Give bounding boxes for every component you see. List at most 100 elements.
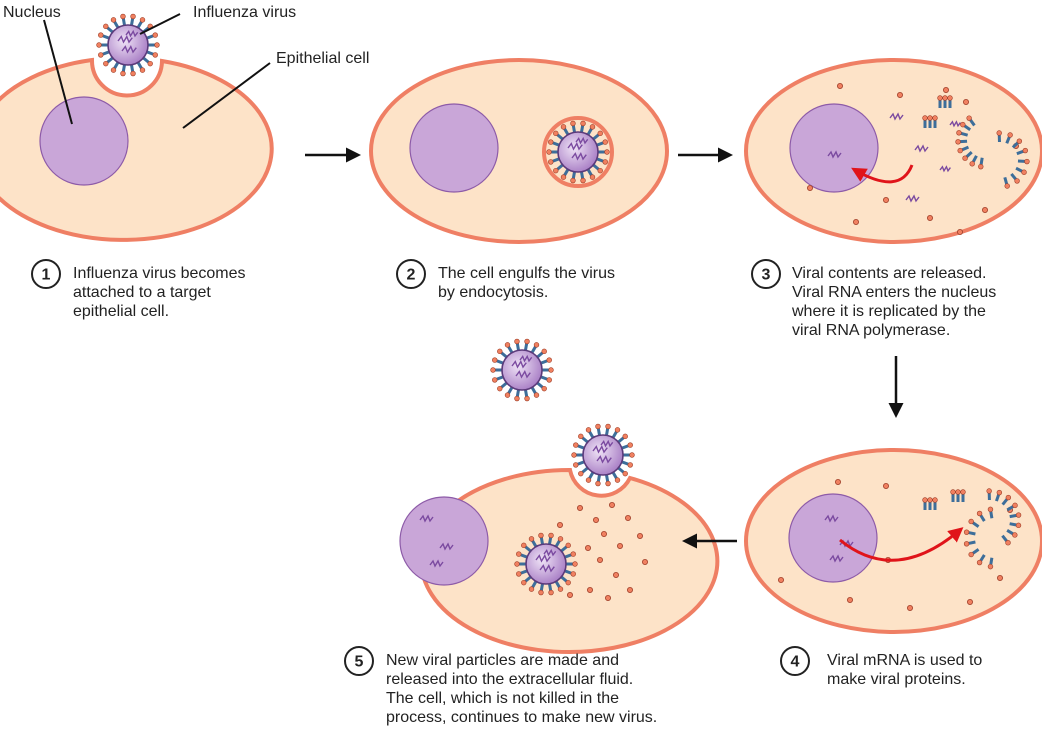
- viral-spike-knob: [963, 529, 970, 535]
- viral-rna-squiggle: [519, 354, 533, 363]
- viral-spike-knob: [573, 442, 579, 448]
- viral-spike-protein: [577, 460, 585, 466]
- viral-protein-dot: [997, 575, 1004, 582]
- viral-spike-protein: [1010, 172, 1017, 181]
- viral-spike-knob: [627, 462, 633, 468]
- viral-spike-protein: [547, 583, 553, 591]
- viral-spike-knob: [130, 13, 136, 20]
- viral-rna-squiggle: [596, 455, 612, 464]
- step-4-marker: 4: [780, 646, 810, 676]
- viral-spike-knob: [492, 377, 498, 383]
- viral-spike-knob: [528, 536, 535, 542]
- viral-spike-knob: [589, 174, 596, 180]
- viral-spike-protein: [136, 20, 143, 29]
- viral-spike-knob: [573, 462, 579, 468]
- step-4-line-1: Viral mRNA is used to: [827, 652, 983, 669]
- cell-1-group: [0, 13, 274, 242]
- viral-spike-protein: [581, 436, 589, 444]
- viral-spike-knob: [139, 17, 146, 23]
- viral-spike-knob: [514, 395, 520, 402]
- viral-spike-protein: [963, 124, 972, 131]
- step-4-number: 4: [791, 654, 800, 671]
- viral-spike-knob: [585, 477, 592, 483]
- viral-envelope: [582, 434, 624, 476]
- viral-envelope: [501, 349, 543, 391]
- viral-spike-protein: [524, 545, 532, 553]
- viral-spike-knob: [627, 442, 633, 448]
- viral-spike-knob: [504, 342, 511, 348]
- viral-spike-knob: [490, 367, 496, 373]
- step-5-line-4: process, continues to make new virus.: [386, 709, 658, 726]
- viral-spike-protein: [556, 163, 564, 171]
- viral-spike-knob: [528, 586, 535, 592]
- viral-spike-knob: [1015, 522, 1022, 529]
- viral-spike-knob: [120, 13, 126, 20]
- viral-proteins-cell-5: [419, 501, 649, 602]
- step-2-number: 2: [407, 267, 416, 284]
- viral-spike-knob: [560, 124, 567, 130]
- viral-rna-squiggle: [571, 152, 587, 161]
- viral-spike-knob: [595, 480, 601, 487]
- viral-spike-knob: [570, 120, 576, 127]
- viral-spike-knob: [98, 52, 104, 58]
- viral-spike-knob: [987, 506, 994, 513]
- viral-spike-protein: [539, 583, 545, 591]
- viral-protein-dot: [587, 587, 594, 594]
- viral-spike-knob: [570, 571, 576, 577]
- viral-spike-protein: [524, 575, 532, 583]
- viral-spike-protein: [531, 539, 538, 548]
- viral-spike-knob: [1012, 532, 1018, 538]
- viral-spike-knob: [504, 392, 511, 398]
- viral-protein-dot: [807, 184, 814, 191]
- viral-spike-knob: [955, 489, 961, 495]
- cell-leader-line: [182, 62, 271, 129]
- viral-spike-protein: [129, 18, 135, 26]
- step-3-line-3: where it is replicated by the: [792, 303, 986, 320]
- viral-protein-dot: [642, 559, 649, 566]
- viral-spike-protein: [571, 171, 577, 179]
- viral-spike-protein: [554, 539, 561, 548]
- viral-spike-knob: [546, 357, 552, 363]
- viral-spike-knob: [987, 563, 994, 570]
- viral-spike-knob: [154, 42, 160, 48]
- viral-spike-knob: [514, 338, 520, 345]
- viral-spike-protein: [106, 56, 114, 64]
- viral-spike-knob: [548, 589, 554, 596]
- viral-spike-knob: [96, 42, 102, 48]
- viral-spike-knob: [557, 536, 564, 542]
- viral-spike-protein: [577, 444, 585, 450]
- viral-spike-protein: [507, 386, 514, 395]
- viral-spike-knob: [548, 532, 554, 539]
- viral-spike-knob: [516, 571, 522, 577]
- viral-rna-squiggle: [419, 514, 434, 523]
- viral-spike-knob: [578, 433, 584, 440]
- viral-spike-knob: [629, 452, 635, 458]
- viral-rna-squiggle: [600, 439, 614, 448]
- viral-spike-knob: [1007, 132, 1013, 138]
- viral-spike-knob: [524, 338, 530, 345]
- step-3-line-1: Viral contents are released.: [792, 265, 987, 282]
- viral-spike-knob: [548, 139, 554, 145]
- epithelial-cell-3: [744, 58, 1042, 244]
- viral-spike-knob: [139, 67, 146, 73]
- viral-spike-knob: [570, 551, 576, 557]
- viral-protein-dot: [943, 87, 950, 94]
- engulfed-virus: [546, 120, 610, 184]
- viral-spike-knob: [110, 67, 117, 73]
- viral-spike-knob: [962, 155, 968, 161]
- viral-spike-knob: [533, 342, 540, 348]
- cell-5-group: [399, 423, 720, 654]
- viral-spike-protein: [531, 580, 538, 589]
- viral-spike-protein: [520, 553, 528, 559]
- viral-spike-knob: [1004, 183, 1010, 189]
- viral-spike-protein: [588, 471, 595, 480]
- viral-spike-knob: [589, 124, 596, 130]
- viral-rna-squiggle: [429, 559, 444, 568]
- viral-spike-knob: [960, 121, 966, 128]
- viral-spike-protein: [586, 127, 593, 136]
- viral-spike-knob: [960, 489, 966, 495]
- viral-spike-protein: [621, 444, 629, 450]
- viral-spike-knob: [120, 70, 126, 77]
- viral-spike-protein: [1006, 529, 1014, 536]
